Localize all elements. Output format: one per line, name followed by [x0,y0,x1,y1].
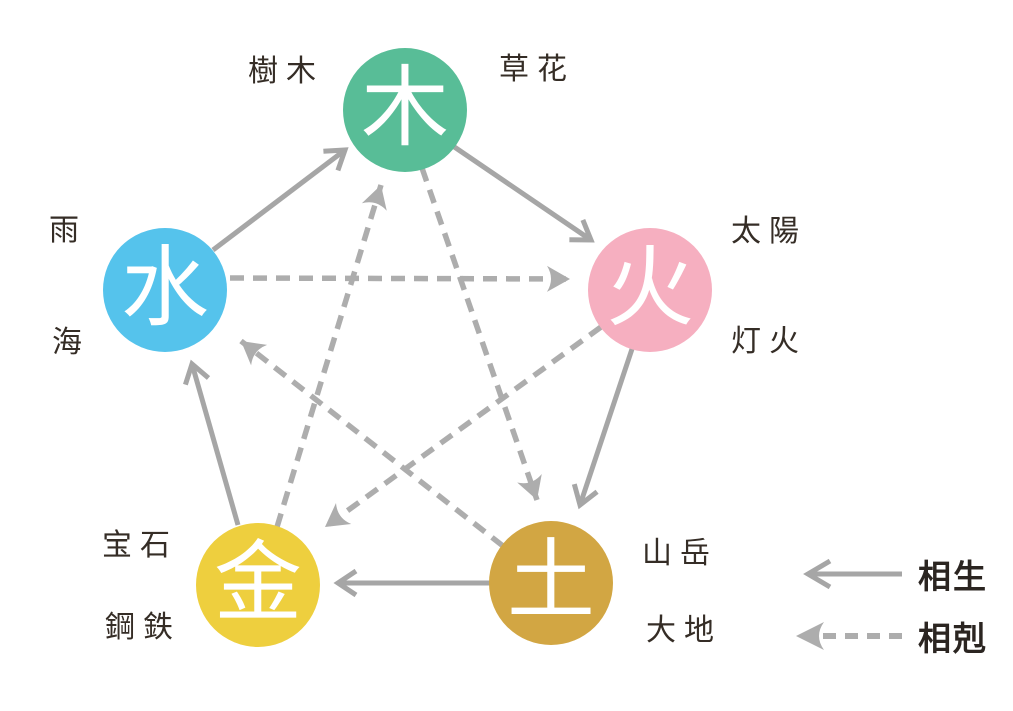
arrow-overcoming-metal-to-wood [274,184,387,528]
arrow-generating-fire-to-earth [571,348,635,510]
arrow-generating-metal-to-water [183,359,241,526]
legend-row-generating: 相生 [790,550,988,598]
arrow-overcoming-wood-to-earth [419,167,542,501]
arrow-generating-wood-to-fire [448,141,595,243]
element-wood-circle: 木 [343,48,467,172]
element-metal-char: 金 [213,536,302,633]
legend-row-overcoming: 相剋 [790,612,988,660]
legend-overcoming-label: 相剋 [918,620,988,657]
legend: 相生 相剋 [790,550,988,660]
legend-dashed-arrow-icon [796,622,902,650]
legend-generating-label: 相生 [918,558,988,595]
label-water-top: 雨 [49,214,87,247]
label-water-bottom: 海 [52,326,90,359]
element-metal-circle: 金 [196,523,320,647]
label-fire-top: 太陽 [731,215,807,248]
label-wood-left: 樹木 [248,55,324,88]
label-earth-bottom: 大地 [646,614,722,647]
element-water-circle: 水 [103,228,227,352]
element-water-char: 水 [120,241,209,338]
arrow-overcoming-fire-to-metal [323,324,603,530]
label-fire-bottom: 灯火 [731,325,807,358]
arrow-overcoming-water-to-fire [229,265,571,292]
label-metal-bottom: 鋼鉄 [105,611,181,644]
arrow-overcoming-earth-to-water [239,338,505,549]
arrow-generating-water-to-wood [211,147,349,252]
label-metal-top: 宝石 [102,529,178,562]
label-wood-right: 草花 [499,53,575,86]
element-fire-char: 火 [605,241,694,338]
label-earth-top: 山岳 [642,537,718,570]
element-earth-circle: 土 [489,521,613,645]
element-fire-circle: 火 [588,228,712,352]
element-wood-char: 木 [360,61,449,158]
legend-solid-arrow-icon [803,558,902,590]
element-earth-char: 土 [506,534,595,631]
